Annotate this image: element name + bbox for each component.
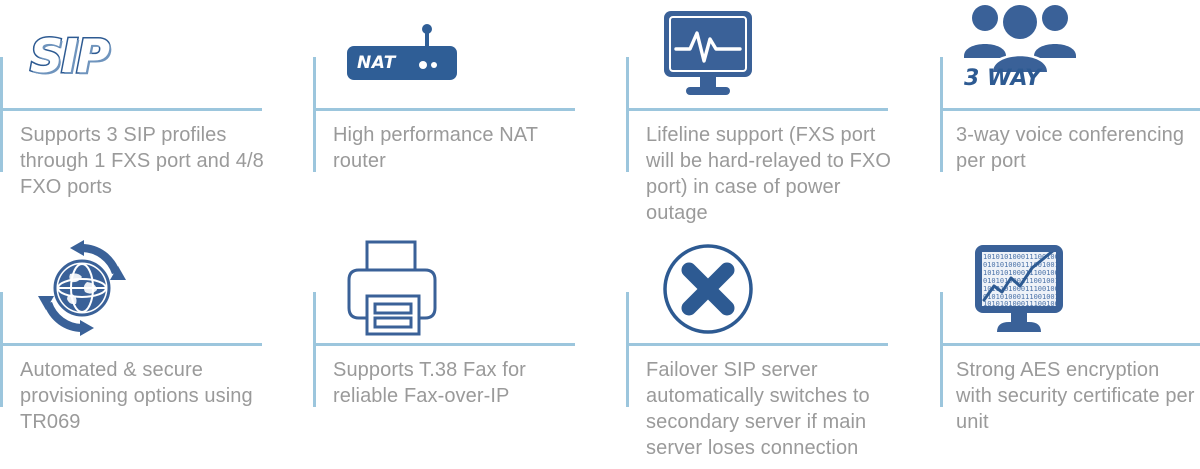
svg-text:010101000111001001010101: 010101000111001001010101 [983, 277, 1068, 285]
vertical-divider [0, 57, 3, 172]
horizontal-divider [940, 343, 1200, 346]
vertical-divider [940, 57, 943, 172]
three-way-label: 3 WAY [964, 66, 1041, 91]
monitor-binary-chart-icon: 101010100011100100101010 010101000111001… [956, 235, 1116, 339]
feature-card-three-way-conferencing: 3 WAY 3-way voice conferencing per port [940, 0, 1200, 234]
feature-caption: Supports 3 SIP profiles through 1 FXS po… [20, 124, 264, 198]
feature-caption: 3-way voice conferencing per port [956, 124, 1185, 172]
horizontal-divider [940, 108, 1200, 111]
feature-caption: Supports T.38 Fax for reliable Fax-over-… [333, 359, 526, 407]
printer-fax-icon [333, 235, 493, 339]
globe-refresh-icon [20, 235, 180, 339]
nat-router-icon: NAT [333, 0, 493, 104]
monitor-heartbeat-icon [646, 0, 806, 104]
antenna-tip-icon [422, 24, 432, 34]
horizontal-divider [626, 108, 888, 111]
vertical-divider [626, 57, 629, 172]
vertical-divider [626, 292, 629, 407]
feature-card-t38-fax: Supports T.38 Fax for reliable Fax-over-… [313, 235, 626, 469]
antenna-icon [425, 26, 429, 50]
router-body [347, 46, 457, 80]
horizontal-divider [313, 108, 575, 111]
svg-text:101010100011100100101010: 101010100011100100101010 [983, 253, 1068, 261]
svg-text:010101000111001001010101: 010101000111001001010101 [983, 261, 1068, 269]
horizontal-divider [0, 343, 262, 346]
feature-row-1: SIP Supports 3 SIP profiles through 1 FX… [0, 0, 1200, 234]
horizontal-divider [313, 343, 575, 346]
horizontal-divider [626, 343, 888, 346]
circle-x-icon [646, 235, 806, 339]
feature-caption: Automated & secure provisioning options … [20, 359, 253, 433]
feature-card-lifeline-support: Lifeline support (FXS port will be hard-… [626, 0, 940, 234]
svg-text:101010100011100100101010: 101010100011100100101010 [983, 269, 1068, 277]
svg-text:101010100011100100101010: 101010100011100100101010 [983, 300, 1068, 308]
feature-caption: High performance NAT router [333, 124, 538, 172]
feature-card-sip-profiles: SIP Supports 3 SIP profiles through 1 FX… [0, 0, 313, 234]
feature-card-auto-provisioning: Automated & secure provisioning options … [0, 235, 313, 469]
feature-caption: Lifeline support (FXS port will be hard-… [646, 124, 892, 224]
three-users-icon: 3 WAY [956, 0, 1116, 104]
vertical-divider [313, 292, 316, 407]
svg-text:101010100011100100101010: 101010100011100100101010 [983, 285, 1068, 293]
feature-card-aes-encryption: 101010100011100100101010 010101000111001… [940, 235, 1200, 469]
nat-label: NAT [357, 53, 396, 73]
sip-logo-text: SIP [29, 29, 112, 83]
vertical-divider [0, 292, 3, 407]
feature-row-2: Automated & secure provisioning options … [0, 235, 1200, 469]
vertical-divider [313, 57, 316, 172]
router-led-2 [431, 62, 437, 68]
router-led-1 [419, 61, 427, 69]
sip-logo-icon: SIP [20, 0, 180, 104]
vertical-divider [940, 292, 943, 407]
feature-caption: Strong AES encryption with security cert… [956, 359, 1195, 433]
feature-card-failover-sip-server: Failover SIP server automatically switch… [626, 235, 940, 469]
svg-text:010101000111001001010101: 010101000111001001010101 [983, 293, 1068, 301]
horizontal-divider [0, 108, 262, 111]
feature-caption: Failover SIP server automatically switch… [646, 359, 870, 459]
feature-card-nat-router: NAT High performance NAT router [313, 0, 626, 234]
